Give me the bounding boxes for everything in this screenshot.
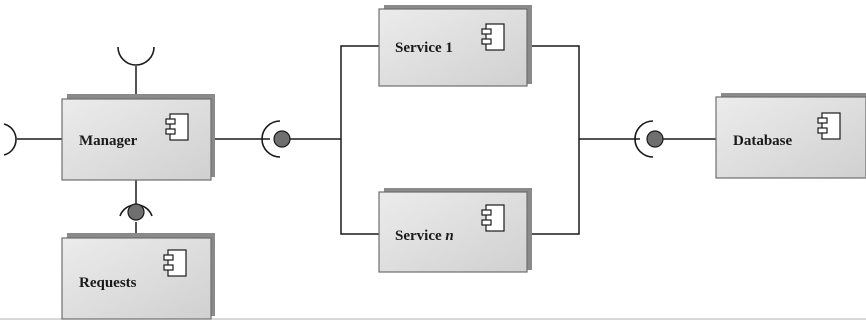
database-socket-icon <box>634 120 654 158</box>
manager-label: Manager <box>79 133 138 149</box>
service-n-label: Service n <box>395 228 454 244</box>
services-right-bracket <box>527 45 580 235</box>
service-n-component: Service n <box>378 188 532 273</box>
manager-right-socket-icon <box>261 120 281 158</box>
database-component: Database <box>715 93 866 179</box>
services-provided-ball-icon <box>273 130 291 148</box>
manager-left-socket-icon <box>3 123 17 156</box>
services-left-bracket <box>340 45 379 235</box>
manager-top-socket-icon <box>117 46 155 66</box>
requests-component: Requests <box>61 233 215 320</box>
database-label: Database <box>733 133 793 149</box>
service-1-component: Service 1 <box>378 5 532 87</box>
service-1-label: Service 1 <box>395 40 453 56</box>
manager-component: Manager <box>61 94 215 181</box>
requests-label: Requests <box>79 275 137 291</box>
requests-provided-ball-icon <box>127 203 145 221</box>
database-provided-ball-icon <box>646 130 664 148</box>
